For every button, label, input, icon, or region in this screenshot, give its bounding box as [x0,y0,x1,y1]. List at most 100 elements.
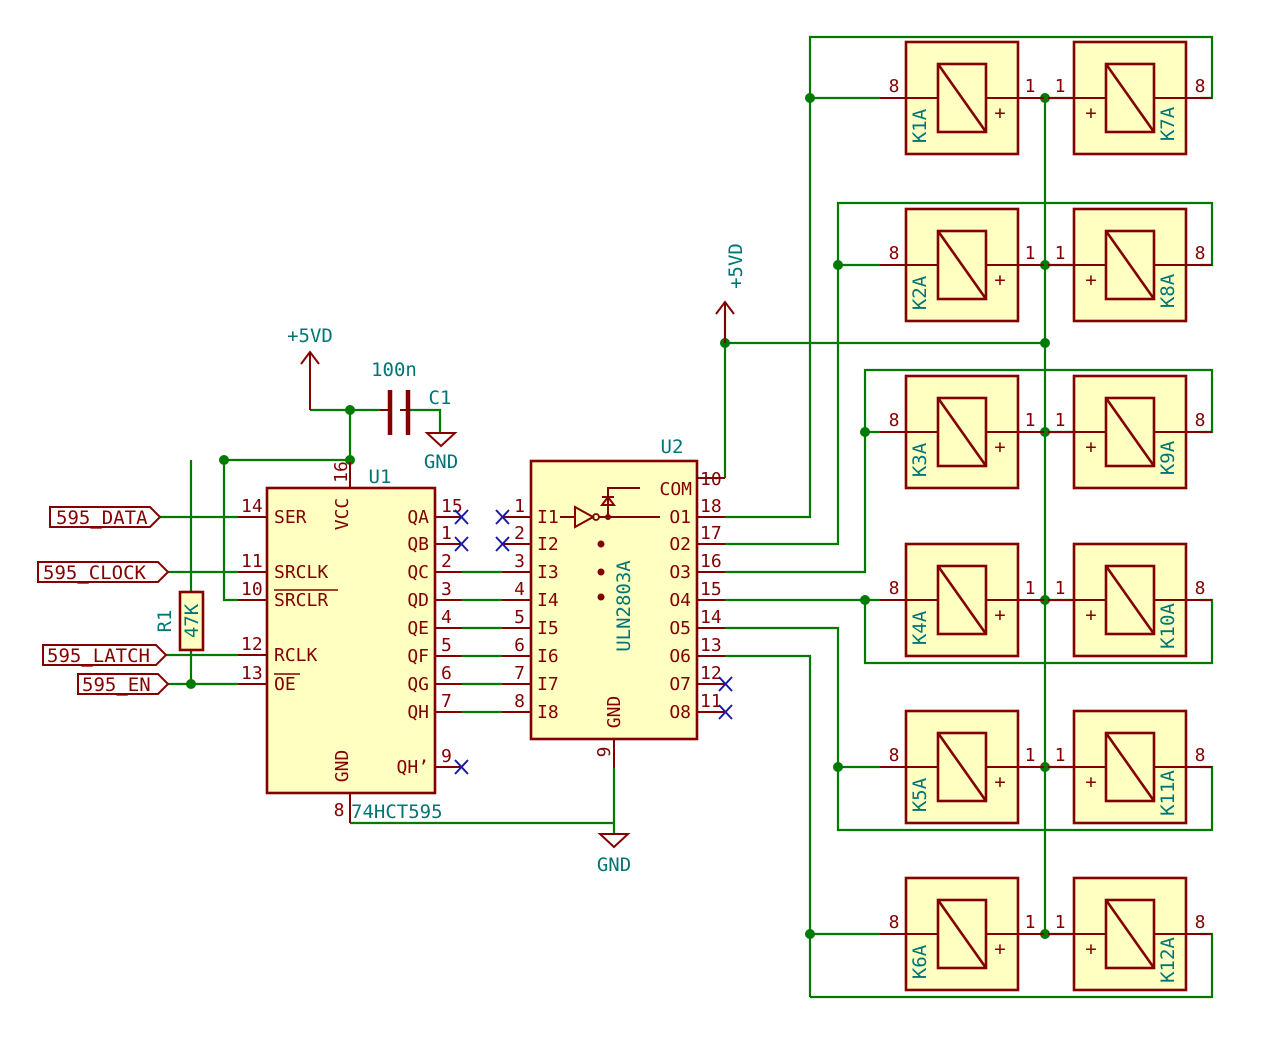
u2-input-name-i8: I8 [537,702,559,723]
u2-input-num-2: 2 [514,523,525,544]
signal-label-clock: 595_CLOCK [37,561,170,584]
u1-pin-name-6: QF [407,646,429,667]
relay-coil-pin: 8 [889,410,900,431]
relay-coil-pin: 8 [889,745,900,766]
u1-pin-name-srclr: SRCLR [274,590,328,611]
capacitor-c1: 100n C1 [371,359,451,435]
u2-input-name-i4: I4 [537,590,559,611]
relay-coil-pin: 8 [1195,912,1206,933]
u2-input-name-i3: I3 [537,562,559,583]
ic-u1: U1 74HCT595 VCC 16 GND 8 14SER11SRCLK10S… [238,461,463,823]
u1-pin-num-2: 2 [441,551,452,572]
u1-pin-num-1: 1 [441,523,452,544]
relay-ref: K3A [909,442,931,477]
u2-input-name-i2: I2 [537,534,559,555]
relay-plus-sign: + [1085,102,1096,124]
signal-text-clock: 595_CLOCK [43,562,147,584]
relay-coil-pin: 8 [1195,578,1206,599]
relay-plus-pin: 1 [1025,578,1036,599]
r1-value: 47K [181,603,203,638]
power-label-u1: +5VD [287,325,333,347]
relay-plus-pin: 1 [1025,410,1036,431]
c1-ref: C1 [429,387,452,409]
relay-plus-sign: + [1085,436,1096,458]
relay-plus-pin: 1 [1055,410,1066,431]
u2-output-name-o5: O5 [669,618,691,639]
u2-output-num-16: 16 [700,551,722,572]
relay-coil-pin: 8 [889,578,900,599]
u2-output-num-13: 13 [700,635,722,656]
u1-pin-name-2: QB [407,534,429,555]
c1-value: 100n [371,359,417,381]
u1-pin-num-7: 7 [441,691,452,712]
relay-ref: K12A [1157,937,1179,983]
relay-plus-pin: 1 [1025,243,1036,264]
u1-pin-name-1: QA [407,507,429,528]
relay-coil-pin: 8 [889,76,900,97]
u1-pin-num-3: 3 [441,579,452,600]
relay-ref: K2A [909,275,931,310]
u1-pin-num-4: 4 [441,607,452,628]
relay-plus-sign: + [1085,938,1096,960]
u1-gnd-pin: 8 [334,800,345,821]
u2-ref: U2 [661,436,684,458]
u1-pin-name-srclk: SRCLK [274,562,328,583]
u1-pin-num-12: 12 [241,634,263,655]
signal-text-data: 595_DATA [56,507,148,529]
junctions [186,93,1050,939]
relay-plus-sign: + [994,269,1005,291]
relay-plus-sign: + [1085,269,1096,291]
relay-plus-pin: 1 [1055,912,1066,933]
u2-gnd-label: GND [604,696,625,729]
relay-plus-pin: 1 [1055,745,1066,766]
signal-label-latch: 595_LATCH [42,644,168,667]
relay-plus-pin: 1 [1025,745,1036,766]
ground-label-c1: GND [424,451,458,473]
u2-input-name-i5: I5 [537,618,559,639]
u2-output-name-o6: O6 [669,646,691,667]
u2-input-name-i6: I6 [537,646,559,667]
u2-output-name-o8: O8 [669,702,691,723]
relay-ref: K5A [909,777,931,812]
u1-pin-num-11: 11 [241,551,263,572]
relay-ref: K1A [909,108,931,143]
u2-input-num-3: 3 [514,551,525,572]
relay-ref: K9A [1157,440,1179,475]
signal-label-data: 595_DATA [49,506,162,529]
u1-pin-name-9: QH’ [396,757,429,778]
u2-input-name-i1: I1 [537,507,559,528]
relay-plus-sign: + [1085,604,1096,626]
ground-symbol-c1: GND [424,432,458,473]
relay-plus-pin: 1 [1025,912,1036,933]
relay-ref: K6A [909,944,931,979]
signal-text-latch: 595_LATCH [47,645,150,667]
u2-input-num-7: 7 [514,663,525,684]
relay-ref: K11A [1157,770,1179,816]
relay-plus-sign: + [994,938,1005,960]
u1-pin-name-5: QE [407,618,429,639]
u1-pin-num-13: 13 [241,663,263,684]
u1-pin-name-7: QG [407,674,429,695]
relay-plus-sign: + [994,102,1005,124]
u2-input-num-1: 1 [514,496,525,517]
u1-pin-name-ser: SER [274,507,307,528]
relay-coil-pin: 8 [1195,410,1206,431]
signal-text-en: 595_EN [82,674,151,696]
u2-output-num-15: 15 [700,579,722,600]
u1-pin-name-8: QH [407,702,429,723]
relay-coil-pin: 8 [1195,745,1206,766]
no-connect-markers [454,509,733,775]
relay-plus-pin: 1 [1055,76,1066,97]
relay-ref: K4A [909,610,931,645]
ground-symbol-main: GND [597,833,631,876]
ic-u2: U2 ULN2803A COM 10 GND 9 1I12I23I34I45I5… [502,436,725,768]
u2-output-name-o1: O1 [669,507,691,528]
relay-k12a: 1 8 + K12A [1048,876,1212,992]
